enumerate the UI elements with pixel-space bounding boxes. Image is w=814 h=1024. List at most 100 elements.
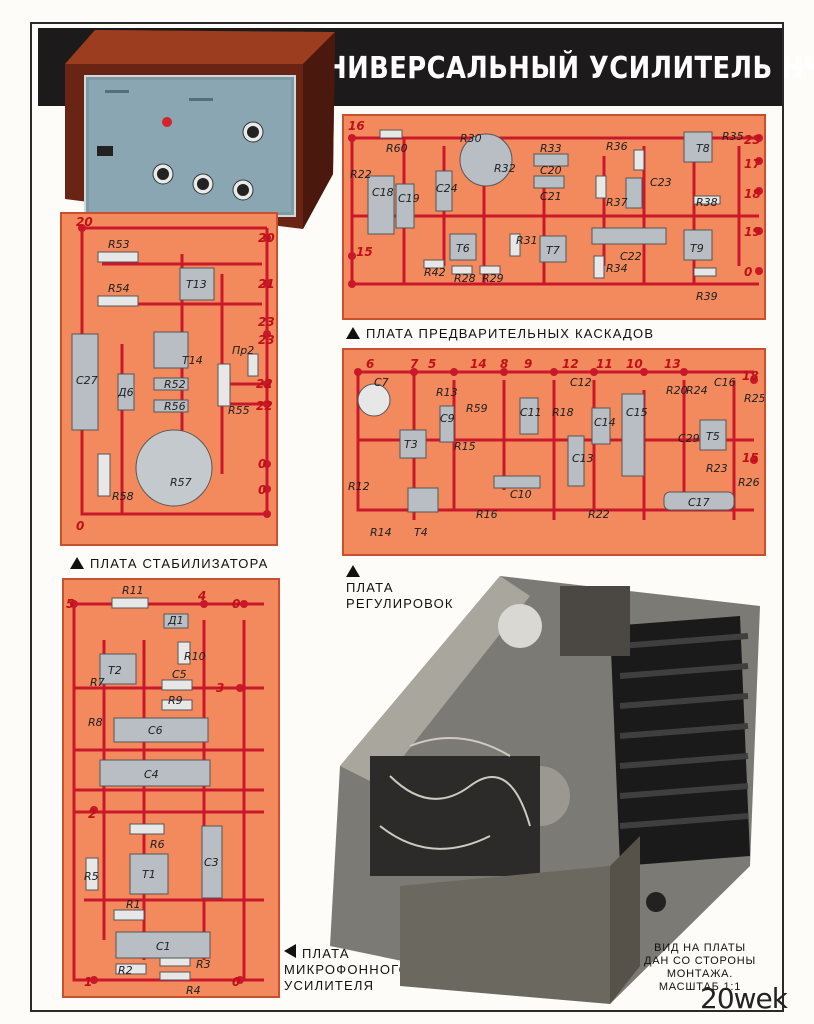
label-r23: R23 xyxy=(706,462,728,475)
node-4: 4 xyxy=(197,589,206,603)
node-18: 18 xyxy=(742,369,759,383)
preamp-board-traces: R60 R30 R32 R33 C20 C21 R36 R35 C23 T8 R… xyxy=(348,119,763,303)
label-r39: R39 xyxy=(696,290,718,303)
label-r18: R18 xyxy=(552,406,574,419)
label-r42: R42 xyxy=(424,266,446,279)
node-13: 13 xyxy=(664,357,681,371)
node-6: 6 xyxy=(366,357,374,371)
label-r37: R37 xyxy=(606,196,628,209)
node-15: 15 xyxy=(742,451,759,465)
label-r8: R8 xyxy=(88,716,103,729)
node-2: 2 xyxy=(88,807,96,821)
label-r29: R29 xyxy=(482,272,504,285)
label-r59: R59 xyxy=(466,402,488,415)
label-r57: R57 xyxy=(170,476,192,489)
label-r2: R2 xyxy=(118,964,133,977)
label-r52: R52 xyxy=(164,378,186,391)
label-r5: R5 xyxy=(84,870,99,883)
label-r25: R25 xyxy=(744,392,766,405)
stabilizer-board-caption: ПЛАТА СТАБИЛИЗАТОРА xyxy=(70,556,268,572)
label-c12: C12 xyxy=(570,376,592,389)
label-r11: R11 xyxy=(122,584,144,597)
microphone-board: R11 Д1 T2 R10 C5 R7 R9 R8 C6 C4 R6 C3 R5… xyxy=(62,578,280,998)
node-12: 12 xyxy=(562,357,579,371)
label-c6: C6 xyxy=(148,724,163,737)
label-pr2: Пр2 xyxy=(232,344,254,357)
label-r24: R24 xyxy=(686,384,708,397)
label-r56: R56 xyxy=(164,400,186,413)
label-c11: C11 xyxy=(520,406,542,419)
node-8: 8 xyxy=(500,357,508,371)
node-18: 18 xyxy=(744,187,761,201)
node-0-c: 0 xyxy=(76,519,84,533)
node-23-upper: 23 xyxy=(258,315,275,329)
label-t3: T3 xyxy=(404,438,418,451)
pointer-triangle-icon xyxy=(346,565,360,577)
label-r10: R10 xyxy=(184,650,206,663)
node-15: 15 xyxy=(356,245,373,259)
label-c1: C1 xyxy=(156,940,171,953)
pointer-triangle-icon xyxy=(284,944,296,958)
label-t9: T9 xyxy=(690,242,704,255)
node-9: 9 xyxy=(524,357,532,371)
label-c15: C15 xyxy=(626,406,648,419)
label-c19: C19 xyxy=(398,192,420,205)
label-r20: R20 xyxy=(666,384,688,397)
label-r33: R33 xyxy=(540,142,562,155)
preamp-board-caption: ПЛАТА ПРЕДВАРИТЕЛЬНЫХ КАСКАДОВ xyxy=(346,326,654,342)
label-c20: C20 xyxy=(540,164,562,177)
regulators-board-caption: ПЛАТА РЕГУЛИРОВОК xyxy=(346,564,454,612)
node-0-a: 0 xyxy=(258,457,266,471)
node-21: 21 xyxy=(258,277,275,291)
label-r26: R26 xyxy=(738,476,760,489)
node-17: 17 xyxy=(744,157,761,171)
label-t4: T4 xyxy=(414,526,428,539)
label-c10: C10 xyxy=(510,488,532,501)
label-r9: R9 xyxy=(168,694,183,707)
label-t14: T14 xyxy=(182,354,203,367)
node-19: 19 xyxy=(744,225,761,239)
label-r13: R13 xyxy=(436,386,458,399)
label-c13: C13 xyxy=(572,452,594,465)
label-r60: R60 xyxy=(386,142,408,155)
node-0-top: 0 xyxy=(232,597,240,611)
label-c23: C23 xyxy=(650,176,672,189)
node-14: 14 xyxy=(470,357,487,371)
node-7: 7 xyxy=(410,357,419,371)
label-r6: R6 xyxy=(150,838,165,851)
label-c4: C4 xyxy=(144,768,159,781)
regulators-board-traces: C7 R13 C9 R59 C11 R18 C12 C14 C15 R20 R2… xyxy=(348,357,766,539)
label-t13: T13 xyxy=(186,278,207,291)
label-r4: R4 xyxy=(186,984,201,997)
label-d6: Д6 xyxy=(117,386,134,399)
label-r38: R38 xyxy=(696,196,718,209)
label-r15: R15 xyxy=(454,440,476,453)
node-22-lower: 22 xyxy=(256,399,273,413)
label-c3: C3 xyxy=(204,856,219,869)
label-c16: C16 xyxy=(714,376,736,389)
watermark: 20wek xyxy=(700,982,788,1015)
node-20-right: 20 xyxy=(258,231,275,245)
label-r14: R14 xyxy=(370,526,392,539)
label-t7: T7 xyxy=(546,244,560,257)
label-t5: T5 xyxy=(706,430,720,443)
label-c7: C7 xyxy=(374,376,389,389)
label-r22: R22 xyxy=(588,508,610,521)
node-3: 3 xyxy=(216,681,224,695)
label-r53: R53 xyxy=(108,238,130,251)
node-5: 5 xyxy=(66,597,74,611)
label-r28: R28 xyxy=(454,272,476,285)
stabilizer-board-traces: R53 T13 R54 C27 T14 Пр2 Д6 R52 R56 R55 R… xyxy=(71,215,275,533)
label-c9: C9 xyxy=(440,412,455,425)
label-r3: R3 xyxy=(196,958,211,971)
page-frame xyxy=(30,22,784,1012)
label-c14: C14 xyxy=(594,416,616,429)
node-16: 16 xyxy=(348,119,365,133)
page-title: УНИВЕРСАЛЬНЫЙ УСИЛИТЕЛЬ НЧ xyxy=(304,50,814,86)
node-23-lower: 23 xyxy=(258,333,275,347)
label-t8: T8 xyxy=(696,142,710,155)
label-r7: R7 xyxy=(90,676,105,689)
label-d1: Д1 xyxy=(167,614,184,627)
label-r31: R31 xyxy=(516,234,538,247)
node-1: 1 xyxy=(84,975,92,989)
